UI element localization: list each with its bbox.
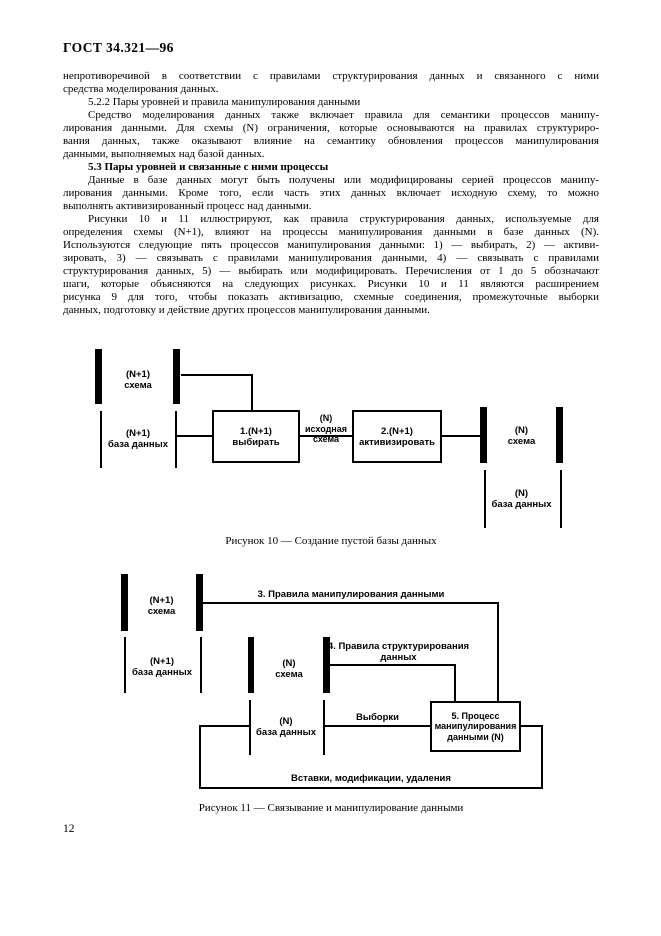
fig11-schema-n-bar-left — [248, 637, 254, 693]
fig11-db-n1-line-right — [200, 637, 202, 693]
text-line: Данные в базе данных могут быть получены… — [88, 174, 599, 186]
fig10-schema-n-label: (N) схема — [507, 425, 536, 447]
text-line: непротиворечивой в соответствии с правил… — [63, 70, 599, 82]
fig11-rule3-label: 3. Правила манипулирования данными — [257, 589, 445, 600]
fig11-db-n1-label: (N+1) база данных — [132, 656, 192, 678]
fig10-connector-box1-box2 — [300, 435, 352, 437]
fig10-box1-select: 1.(N+1) выбирать — [212, 410, 300, 463]
fig10-schema-n1-label: (N+1) схема — [124, 369, 152, 391]
fig11-schema-n1-bar-left — [121, 574, 128, 631]
fig11-box5-process: 5. Процесс манипулирования данными (N) — [430, 701, 521, 752]
fig11-db-n1-line-left — [124, 637, 126, 693]
fig10-connector-db-to-box1 — [177, 435, 212, 437]
fig11-db-n-line-left — [249, 700, 251, 755]
fig11-rule4-line-h — [330, 664, 456, 666]
fig11-db-n-label: (N) база данных — [256, 716, 316, 738]
fig10-schema-n1-bar-right — [173, 349, 180, 404]
text-line: структурирования данных, 5) — выбирать и… — [63, 265, 599, 277]
fig11-loop-left-v — [199, 725, 201, 787]
text-line: Рисунки 10 и 11 иллюстрируют, как правил… — [88, 213, 599, 225]
fig11-rule3-line-h — [203, 602, 499, 604]
fig10-db-n1-label: (N+1) база данных — [108, 428, 168, 450]
fig10-connector-box2-schema — [442, 435, 480, 437]
fig11-vyborki-line — [325, 725, 430, 727]
fig10-connector-schema-to-box1-v — [251, 374, 253, 411]
figure-10-caption: Рисунок 10 — Создание пустой базы данных — [225, 535, 437, 547]
fig10-db-n-label: (N) база данных — [491, 488, 552, 510]
fig11-loop-right-h — [521, 725, 543, 727]
text-line: определения схемы (N+1), влияют на проце… — [63, 226, 599, 238]
fig11-rule4-line-v — [454, 664, 456, 703]
fig10-source-schema-label: (N) исходная схема — [305, 413, 347, 445]
fig10-db-n-line-right — [560, 470, 562, 528]
fig11-schema-n1-label: (N+1) схема — [147, 595, 176, 617]
fig10-db-n1-line-left — [100, 411, 102, 468]
text-line: шаги, которые объясняются на следующих р… — [63, 278, 599, 290]
fig10-schema-n1-bar-left — [95, 349, 102, 404]
fig11-rule3-line-v — [497, 602, 499, 702]
fig11-schema-n-label: (N) схема — [275, 658, 303, 680]
text-line: лирования данными. Кроме того, если част… — [63, 187, 599, 199]
text-line: выполнять активизированный процесс над д… — [63, 200, 312, 212]
text-line: Используются следующие пять процессов ма… — [63, 239, 599, 251]
fig11-schema-n-bar-right — [323, 637, 330, 693]
text-line: Средство моделирования данных также вклю… — [88, 109, 599, 121]
text-line: 5.3 Пары уровней и связанные с ними проц… — [88, 161, 329, 173]
fig11-loop-left-h — [199, 725, 249, 727]
fig11-vyborki-label: Выборки — [355, 712, 400, 723]
fig11-rule4-label: 4. Правила структурирования данных — [327, 641, 470, 663]
fig11-bottom-label: Вставки, модификации, удаления — [291, 773, 451, 784]
page-number: 12 — [63, 823, 75, 835]
fig11-db-n-line-right — [323, 700, 325, 755]
text-line: 5.2.2 Пары уровней и правила манипулиров… — [88, 96, 361, 108]
figure-11-caption: Рисунок 11 — Связывание и манипулировани… — [198, 802, 464, 814]
text-line: лирования данными. Для схемы (N) огранич… — [63, 122, 599, 134]
fig10-schema-n-bar-left — [480, 407, 487, 463]
text-line: рисунка 9 для того, чтобы показать актив… — [63, 291, 599, 303]
fig11-schema-n1-bar-right — [196, 574, 203, 631]
fig10-box2-activate: 2.(N+1) активизировать — [352, 410, 442, 463]
text-line: зировать, 3) — связывать с правилами ман… — [63, 252, 599, 264]
text-line: средства моделирования данных. — [63, 83, 219, 95]
text-line: данными, выполняемых над базой данных. — [63, 148, 265, 160]
fig10-db-n1-line-right — [175, 411, 177, 468]
page-header: ГОСТ 34.321—96 — [63, 40, 174, 55]
fig10-db-n-line-left — [484, 470, 486, 528]
fig10-schema-n-bar-right — [556, 407, 563, 463]
text-line: вания данных, также оказывают влияние на… — [63, 135, 599, 147]
fig10-connector-schema-to-box1-h — [181, 374, 253, 376]
body-text: непротиворечивой в соответствии с правил… — [63, 70, 599, 317]
fig11-loop-bottom-h — [199, 787, 543, 789]
text-line: данных, подготовку и действие других про… — [63, 304, 430, 316]
fig11-loop-right-v — [541, 725, 543, 789]
